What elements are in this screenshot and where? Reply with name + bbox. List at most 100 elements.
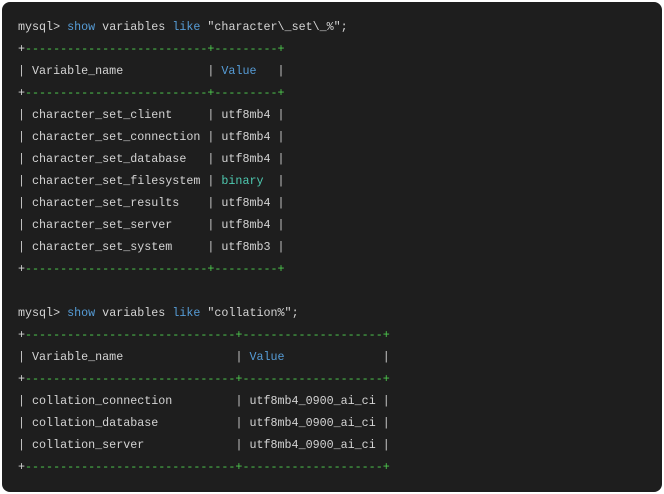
pipe: | xyxy=(207,108,215,122)
pipe: | xyxy=(18,108,26,122)
keyword-show: show xyxy=(67,20,96,34)
space xyxy=(25,438,32,452)
border-dashes: --------------------------+---------+ xyxy=(25,42,285,56)
pipe: | xyxy=(18,416,26,430)
table-row: | collation_database | utf8mb4_0900_ai_c… xyxy=(18,412,662,434)
table-border: +--------------------------+---------+ xyxy=(18,38,662,60)
command-text: variables xyxy=(95,306,173,320)
pad xyxy=(271,196,278,210)
header-value: Value xyxy=(221,64,257,78)
table-row: | character_set_client | utf8mb4 | xyxy=(18,104,662,126)
pipe: | xyxy=(277,218,285,232)
pad xyxy=(264,174,278,188)
pad xyxy=(123,64,207,78)
table-border: +------------------------------+--------… xyxy=(18,368,662,390)
table-row: | character_set_results | utf8mb4 | xyxy=(18,192,662,214)
keyword-like: like xyxy=(172,20,201,34)
border-dashes: ------------------------------+---------… xyxy=(25,328,390,342)
pad xyxy=(257,64,278,78)
variable-value: utf8mb4_0900_ai_ci xyxy=(249,438,376,452)
space xyxy=(25,394,32,408)
pipe: | xyxy=(18,152,26,166)
pipe: | xyxy=(277,174,285,188)
pipe: | xyxy=(382,438,390,452)
header-value: Value xyxy=(249,350,285,364)
variable-name: character_set_server xyxy=(32,218,173,232)
pipe: | xyxy=(235,350,243,364)
keyword-like: like xyxy=(172,306,201,320)
keyword-show: show xyxy=(67,306,96,320)
prompt: mysql> xyxy=(18,20,68,34)
blank-line xyxy=(18,280,662,302)
pipe: | xyxy=(18,438,26,452)
border-dashes: ------------------------------+---------… xyxy=(25,460,390,474)
pad xyxy=(271,240,278,254)
pad xyxy=(376,394,383,408)
table-row: | character_set_system | utf8mb3 | xyxy=(18,236,662,258)
pipe: | xyxy=(382,350,390,364)
pad xyxy=(172,240,207,254)
variable-name: collation_database xyxy=(32,416,159,430)
border-corner: + xyxy=(18,86,26,100)
pipe: | xyxy=(277,108,285,122)
space xyxy=(25,240,32,254)
pipe: | xyxy=(207,196,215,210)
pipe: | xyxy=(277,64,285,78)
table-row: | collation_server | utf8mb4_0900_ai_ci … xyxy=(18,434,662,456)
variable-value: binary xyxy=(221,174,264,188)
variable-value: utf8mb4 xyxy=(221,108,271,122)
pipe: | xyxy=(207,218,215,232)
space xyxy=(25,174,32,188)
pad xyxy=(271,130,278,144)
border-corner: + xyxy=(18,372,26,386)
pad xyxy=(179,196,207,210)
border-corner: + xyxy=(18,42,26,56)
variable-name: character_set_connection xyxy=(32,130,201,144)
pipe: | xyxy=(18,350,26,364)
border-dashes: --------------------------+---------+ xyxy=(25,86,285,100)
prompt: mysql> xyxy=(18,306,68,320)
pipe: | xyxy=(382,394,390,408)
command-argument: "character\_set\_%"; xyxy=(200,20,348,34)
pipe: | xyxy=(277,196,285,210)
space xyxy=(25,350,32,364)
border-dashes: --------------------------+---------+ xyxy=(25,262,285,276)
pipe: | xyxy=(207,174,215,188)
pad xyxy=(158,416,235,430)
space xyxy=(25,218,32,232)
variable-value: utf8mb4 xyxy=(221,218,271,232)
table-row: | character_set_filesystem | binary | xyxy=(18,170,662,192)
table-row: | character_set_server | utf8mb4 | xyxy=(18,214,662,236)
space xyxy=(25,64,32,78)
variable-name: character_set_database xyxy=(32,152,187,166)
pipe: | xyxy=(207,130,215,144)
variable-name: character_set_client xyxy=(32,108,173,122)
pipe: | xyxy=(277,130,285,144)
pipe: | xyxy=(18,394,26,408)
border-corner: + xyxy=(18,328,26,342)
table-row: | character_set_database | utf8mb4 | xyxy=(18,148,662,170)
pipe: | xyxy=(207,152,215,166)
header-variable-name: Variable_name xyxy=(32,64,124,78)
variable-value: utf8mb4 xyxy=(221,152,271,166)
pad xyxy=(172,394,235,408)
space xyxy=(25,416,32,430)
border-corner: + xyxy=(18,460,26,474)
space xyxy=(25,130,32,144)
pipe: | xyxy=(235,438,243,452)
variable-name: collation_server xyxy=(32,438,145,452)
pad xyxy=(172,218,207,232)
variable-name: character_set_system xyxy=(32,240,173,254)
command-argument: "collation%"; xyxy=(200,306,299,320)
pad xyxy=(271,218,278,232)
space xyxy=(25,108,32,122)
pad xyxy=(144,438,235,452)
variable-name: character_set_results xyxy=(32,196,180,210)
pipe: | xyxy=(277,240,285,254)
pipe: | xyxy=(382,416,390,430)
variable-name: collation_connection xyxy=(32,394,173,408)
variable-value: utf8mb4_0900_ai_ci xyxy=(249,394,376,408)
pipe: | xyxy=(207,240,215,254)
variable-value: utf8mb4 xyxy=(221,130,271,144)
